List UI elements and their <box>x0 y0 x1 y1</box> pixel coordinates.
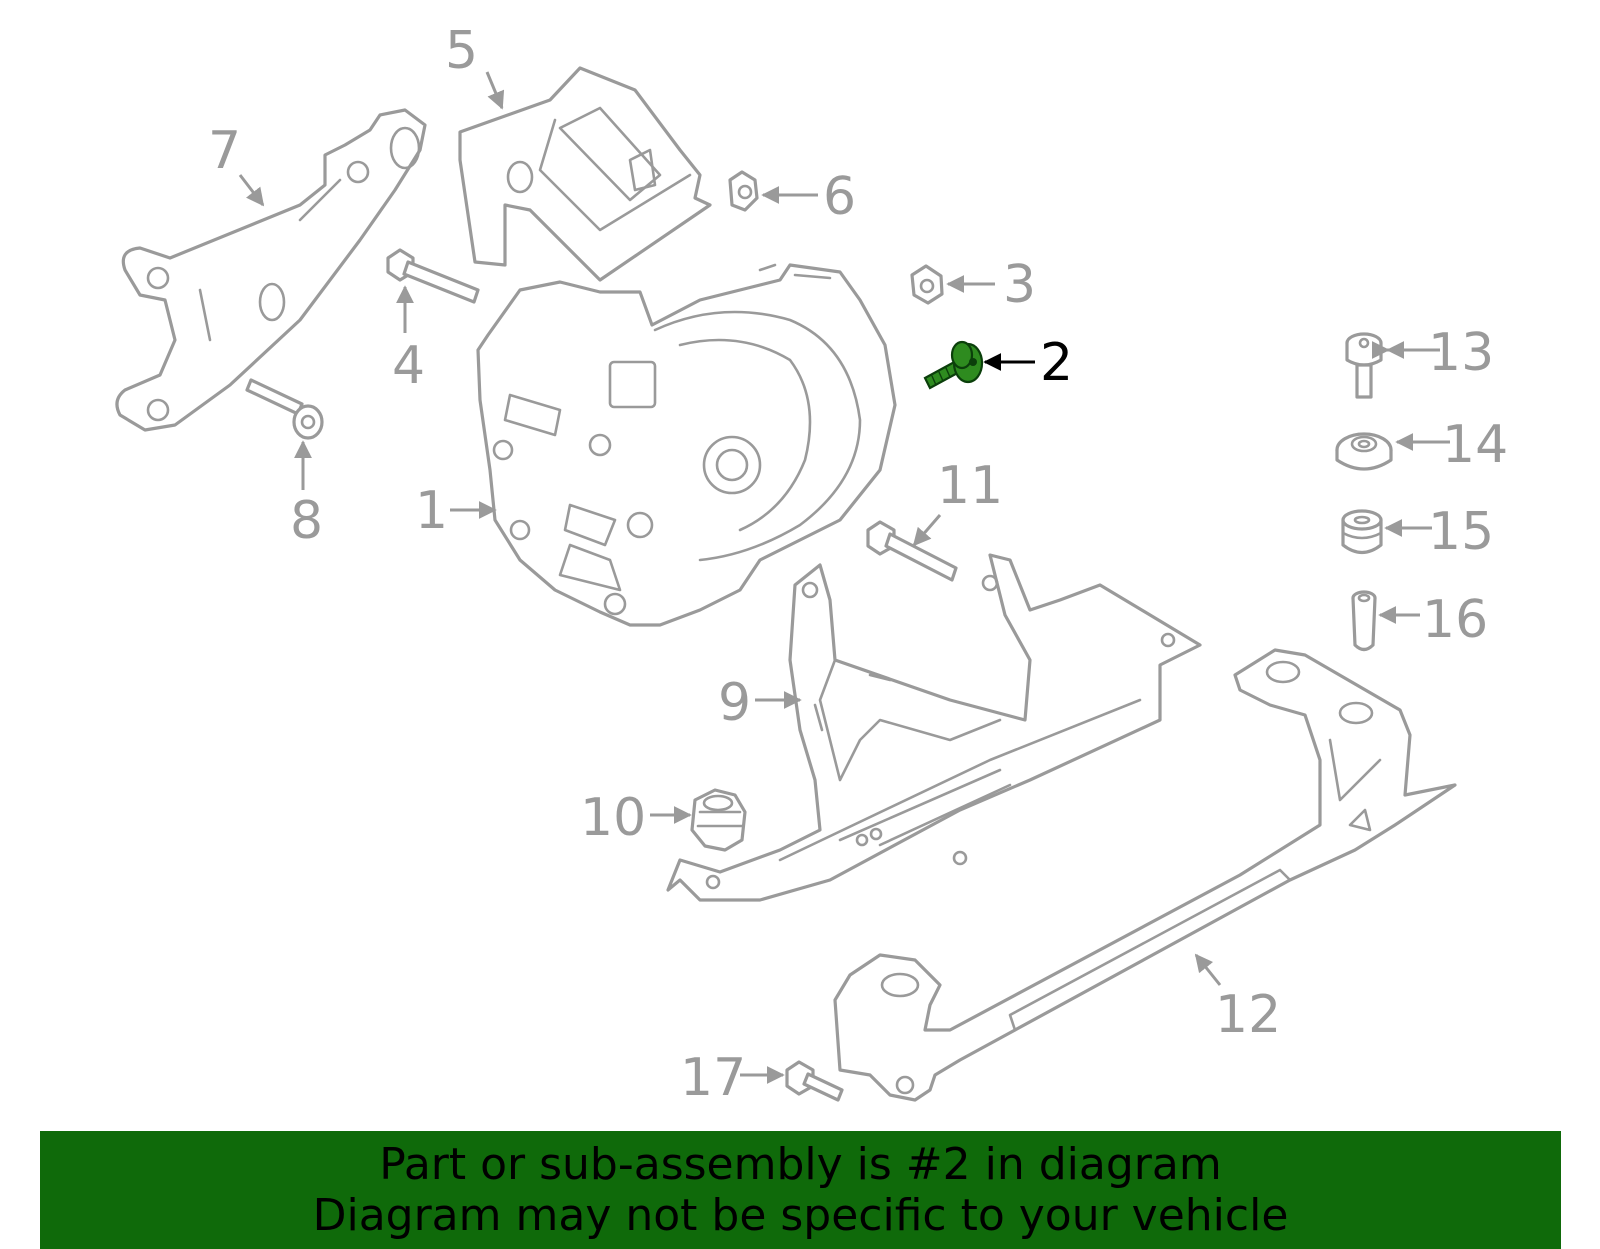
part-1-compressor[interactable] <box>476 263 897 627</box>
parts-diagram: 5 7 6 3 2 4 1 8 11 13 14 15 16 9 10 12 1… <box>115 21 1508 1108</box>
part-11-bolt[interactable] <box>866 520 958 582</box>
part-2-bolt[interactable] <box>923 340 984 390</box>
callout-17: 17 <box>680 1048 746 1108</box>
part-3-nut[interactable] <box>910 264 944 305</box>
info-banner: Part or sub-assembly is #2 in diagram Di… <box>40 1131 1561 1249</box>
callout-2: 2 <box>1040 333 1073 393</box>
banner-line-1: Part or sub-assembly is #2 in diagram <box>379 1139 1222 1190</box>
callout-9: 9 <box>718 673 751 733</box>
callout-leaders <box>238 71 1450 1084</box>
part-7-bracket[interactable] <box>115 108 427 432</box>
callout-4: 4 <box>392 336 425 396</box>
part-8-bolt[interactable] <box>245 378 324 440</box>
part-6-nut[interactable] <box>728 170 759 212</box>
part-4-bolt[interactable] <box>386 248 480 304</box>
callout-10: 10 <box>580 788 646 848</box>
callout-3: 3 <box>1003 255 1036 315</box>
part-14-washer[interactable] <box>1335 432 1393 471</box>
part-5-heat-shield[interactable] <box>458 66 712 282</box>
callout-1: 1 <box>415 481 448 541</box>
part-16-sleeve[interactable] <box>1351 590 1377 652</box>
callout-12: 12 <box>1215 985 1281 1045</box>
callout-5: 5 <box>445 21 478 81</box>
callout-15: 15 <box>1428 502 1494 562</box>
part-15-insulator[interactable] <box>1341 509 1383 555</box>
part-13-bolt[interactable] <box>1345 332 1383 399</box>
callout-16: 16 <box>1422 590 1488 650</box>
callout-8: 8 <box>290 491 323 551</box>
callout-labels: 5 7 6 3 2 4 1 8 11 13 14 15 16 9 10 12 1… <box>208 21 1508 1108</box>
banner-line-2: Diagram may not be specific to your vehi… <box>312 1190 1289 1241</box>
part-9-bracket[interactable] <box>666 553 1202 902</box>
part-10-mount[interactable] <box>690 788 747 852</box>
callout-7: 7 <box>208 121 241 181</box>
callout-13: 13 <box>1428 323 1494 383</box>
callout-14: 14 <box>1442 415 1508 475</box>
part-17-bolt[interactable] <box>785 1060 844 1102</box>
callout-11: 11 <box>937 456 1003 516</box>
part-12-crossmember[interactable] <box>833 648 1457 1102</box>
callout-6: 6 <box>823 167 856 227</box>
